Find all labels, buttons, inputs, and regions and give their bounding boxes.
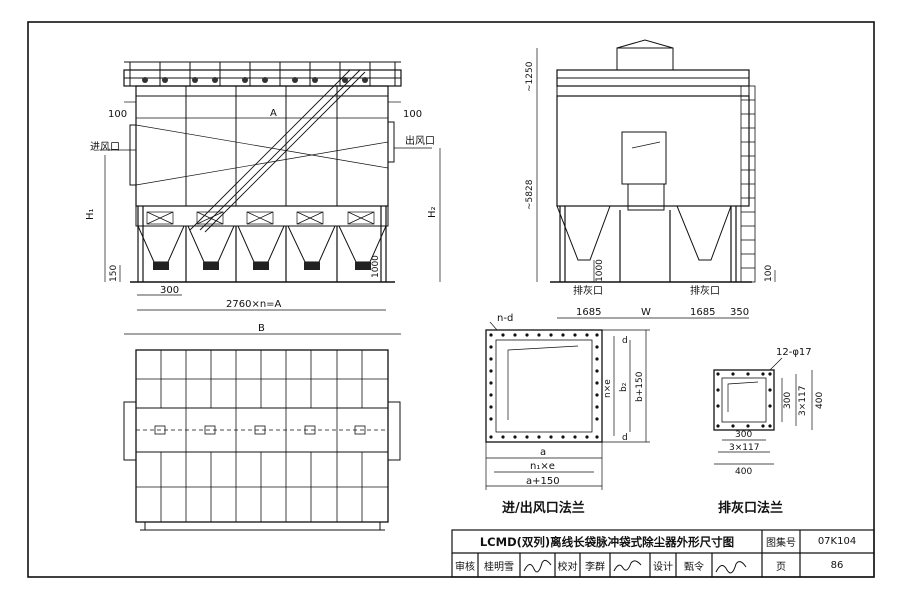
checker-name: 李群 <box>585 561 605 573</box>
ash-flange-dim-300-h: 300 <box>735 430 752 440</box>
side-dim-1000: 1000 <box>595 259 605 282</box>
inlet-flange-bolt-holes <box>489 333 599 439</box>
side-dim-1685-left: 1685 <box>576 307 601 318</box>
front-dim-100-right: 100 <box>403 109 422 120</box>
side-dim-350: 350 <box>730 307 749 318</box>
side-ash-outlet-right: 排灰口 <box>690 284 720 297</box>
plan-dim-b: B <box>258 323 265 334</box>
front-dim-a: A <box>270 108 277 119</box>
front-dim-1000: 1000 <box>371 255 381 278</box>
inlet-flange-n-d: n-d <box>497 313 513 324</box>
front-dim-150: 150 <box>109 265 119 282</box>
drawing-title: LCMD(双列)离线长袋脉冲袋式除尘器外形尺寸图 <box>479 534 735 549</box>
reviewer-name: 桂明雪 <box>484 561 514 573</box>
side-ladder <box>740 85 756 283</box>
sheet-border <box>27 21 875 578</box>
front-view <box>100 61 441 311</box>
inlet-flange-d-bottom: d <box>622 433 628 443</box>
front-roof-railing <box>124 61 401 86</box>
front-chamber-dividers <box>185 86 338 206</box>
front-hoppers <box>135 205 389 263</box>
ash-flange <box>713 357 813 465</box>
ash-flange-dim-3x117-h: 3×117 <box>729 443 759 453</box>
signatures <box>523 559 747 574</box>
review-label: 审核 <box>455 561 475 573</box>
plan-valves <box>154 425 366 435</box>
front-dim-h2: H₂ <box>427 206 438 218</box>
inlet-flange-b-150: b+150 <box>635 371 645 402</box>
inlet-flange <box>485 321 650 490</box>
designer-name: 甄令 <box>684 561 704 573</box>
front-dim-300: 300 <box>160 285 179 296</box>
ash-flange-holes: 12-φ17 <box>776 347 812 358</box>
ash-flange-dim-3x117-v: 3×117 <box>798 386 808 416</box>
side-dim-1250: ~1250 <box>525 61 535 92</box>
side-dim-w: W <box>641 307 651 318</box>
plan-chamber-grid <box>136 350 388 522</box>
front-dim-length: 2760×n=A <box>226 299 282 310</box>
title-block-frame <box>451 529 875 578</box>
page-label: 页 <box>776 561 786 573</box>
front-inlet-label: 进风口 <box>90 141 120 153</box>
inlet-flange-a-150: a+150 <box>526 476 560 487</box>
ash-flange-dim-400-v: 400 <box>815 392 825 409</box>
side-dim-1685-right: 1685 <box>690 307 715 318</box>
inlet-flange-caption: 进/出风口法兰 <box>502 500 585 516</box>
front-dim-100-left: 100 <box>108 109 127 120</box>
inlet-flange-d-top: d <box>622 336 628 346</box>
inlet-flange-n-x-e: n×e <box>603 379 613 398</box>
ash-flange-dim-400-h: 400 <box>735 467 752 477</box>
atlas-number: 07K104 <box>817 536 857 547</box>
front-outlet-label: 出风口 <box>405 134 435 147</box>
side-dim-5828: ~5828 <box>525 179 535 210</box>
inlet-flange-n1-x-e: n₁×e <box>530 461 555 472</box>
side-dim-100: 100 <box>764 265 774 282</box>
front-legs <box>137 206 387 282</box>
front-rotary-valves <box>153 262 371 270</box>
inlet-flange-b2: b₂ <box>619 382 629 392</box>
design-label: 设计 <box>653 561 673 573</box>
ash-flange-bolt-holes <box>716 372 772 428</box>
plan-view <box>123 333 401 531</box>
front-dim-h1: H₁ <box>85 208 96 220</box>
check-label: 校对 <box>557 561 578 573</box>
side-legs <box>559 206 737 282</box>
side-ash-outlet-left: 排灰口 <box>573 284 603 297</box>
ash-flange-dim-300-v: 300 <box>783 392 793 409</box>
page-number: 86 <box>830 559 844 571</box>
inlet-flange-a: a <box>540 447 546 458</box>
front-roof-valves <box>142 77 368 83</box>
front-stairway <box>189 69 366 233</box>
side-view <box>536 39 776 319</box>
ash-flange-caption: 排灰口法兰 <box>718 500 783 516</box>
atlas-label: 图集号 <box>766 538 796 549</box>
